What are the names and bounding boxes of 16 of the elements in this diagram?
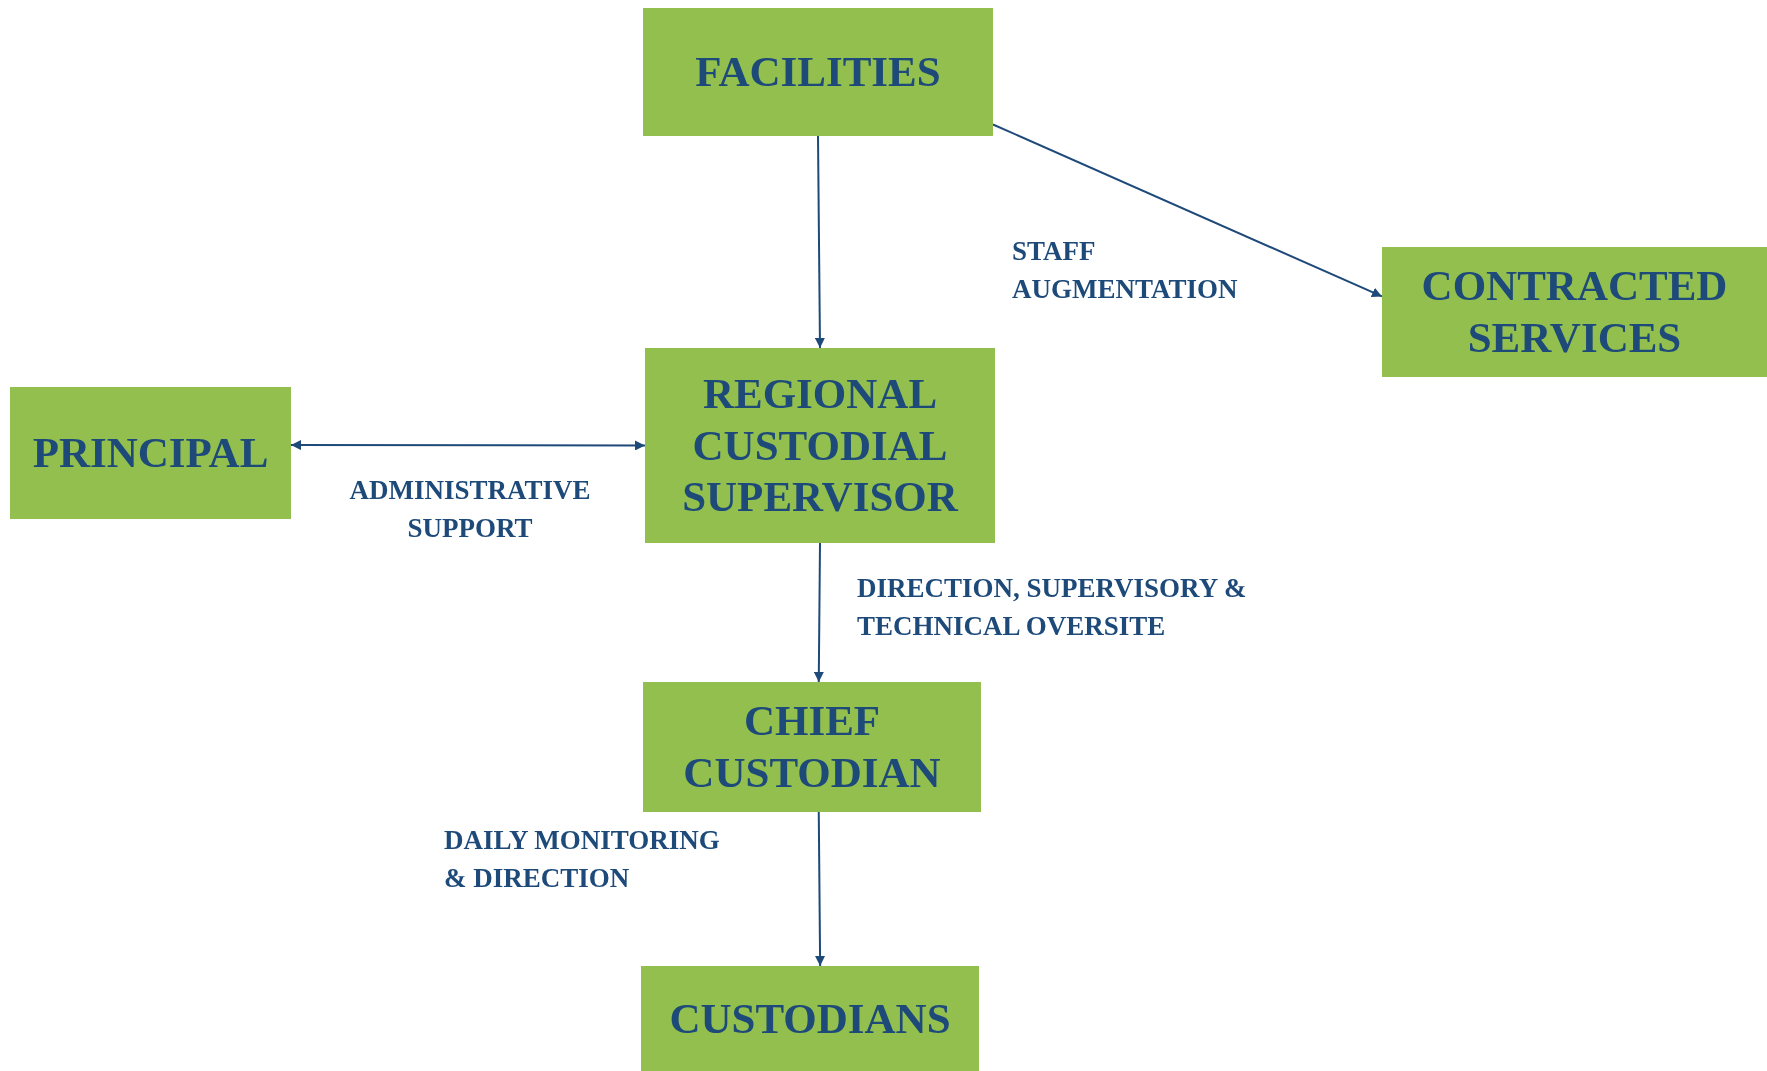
edge-label: DIRECTION, SUPERVISORY & TECHNICAL OVERSITE	[857, 572, 1248, 643]
org-box	[643, 8, 993, 136]
box-title: PRINCIPAL	[32, 428, 269, 479]
box-title: FACILITIES	[695, 47, 941, 98]
box-title: REGIONAL CUSTODIAL SUPERVISOR	[681, 369, 960, 523]
org-box	[643, 682, 981, 812]
edge-label: DAILY MONITORING & DIRECTION	[444, 824, 721, 895]
edge-label: ADMINISTRATIVE SUPPORT	[348, 474, 592, 545]
edge-label: STAFF AUGMENTATION	[1012, 235, 1239, 306]
org-box	[1382, 247, 1767, 377]
box-title: CUSTODIANS	[669, 993, 951, 1044]
org-box	[10, 387, 291, 519]
box-title: CONTRACTED SERVICES	[1420, 261, 1729, 363]
org-box	[641, 966, 979, 1071]
box-title: CHIEF CUSTODIAN	[682, 696, 942, 798]
org-box	[645, 348, 995, 543]
